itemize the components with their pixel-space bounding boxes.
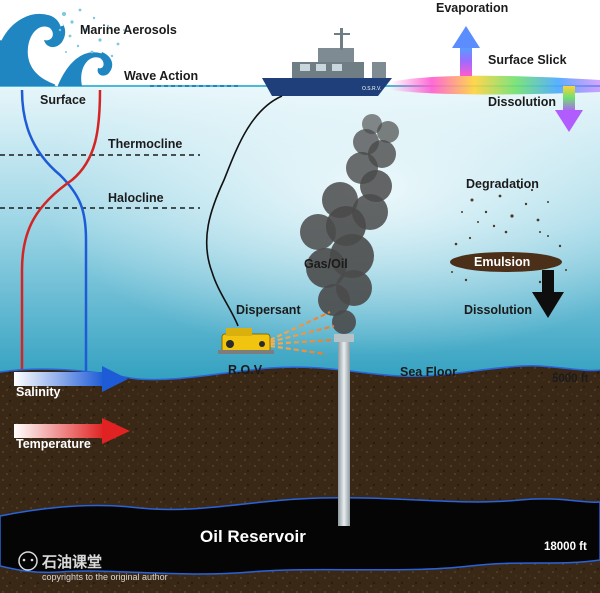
label-halocline: Halocline: [108, 191, 164, 205]
rov-vehicle: [218, 328, 274, 354]
evaporation-arrow: [452, 26, 480, 76]
gas-oil-plume: [300, 114, 399, 334]
marine-aerosol-spray: [58, 8, 125, 58]
label-depth-5000: 5000 ft: [552, 373, 589, 385]
label-rov: R.O.V.: [228, 363, 264, 377]
oil-reservoir: [0, 497, 600, 575]
label-degradation: Degradation: [466, 177, 539, 191]
ocean-glow: [0, 86, 600, 386]
label-salinity: Salinity: [16, 385, 61, 399]
watermark-brand: 石油课堂: [41, 553, 102, 571]
dispersant-spray: [269, 311, 335, 356]
watermark-chat-icon: [18, 551, 38, 571]
rov-tether: [205, 95, 283, 327]
label-surface: Surface: [40, 93, 86, 107]
well-pipe: [338, 340, 350, 526]
label-dissolution-top: Dissolution: [488, 95, 556, 109]
label-emulsion: Emulsion: [474, 255, 530, 269]
label-dissolution-bottom: Dissolution: [464, 303, 532, 317]
wave-action-graphic: [0, 11, 113, 87]
label-wave-action: Wave Action: [124, 69, 198, 83]
emulsion-blob: [450, 252, 562, 272]
label-marine-aerosols: Marine Aerosols: [80, 23, 177, 37]
salinity-profile-curve: [20, 89, 88, 372]
salinity-arrow: [14, 366, 128, 392]
watermark-copyright: copyrights to the original author: [42, 572, 168, 582]
label-gas-oil: Gas/Oil: [304, 257, 348, 271]
label-oil-reservoir: Oil Reservoir: [200, 527, 306, 546]
degradation-particles: [461, 187, 549, 234]
temperature-arrow: [14, 418, 130, 444]
dissolution-bottom-arrow: [532, 270, 564, 318]
watermark: 石油课堂 copyrights to the original author: [18, 551, 168, 582]
label-thermocline: Thermocline: [108, 137, 182, 151]
label-evaporation: Evaporation: [436, 1, 508, 15]
label-dispersant: Dispersant: [236, 303, 301, 317]
wellhead: [334, 334, 354, 342]
temperature-profile-curve: [20, 89, 102, 372]
ship: O.S.R.V.: [262, 28, 392, 96]
ship-name: O.S.R.V.: [362, 86, 381, 92]
label-temperature: Temperature: [16, 437, 91, 451]
label-surface-slick: Surface Slick: [488, 53, 567, 67]
surface-slick: [390, 75, 600, 95]
dissolution-top-arrow: [555, 86, 583, 132]
label-sea-floor: Sea Floor: [400, 365, 457, 379]
emulsion-particles: [451, 235, 567, 284]
label-depth-18000: 18000 ft: [544, 541, 587, 553]
